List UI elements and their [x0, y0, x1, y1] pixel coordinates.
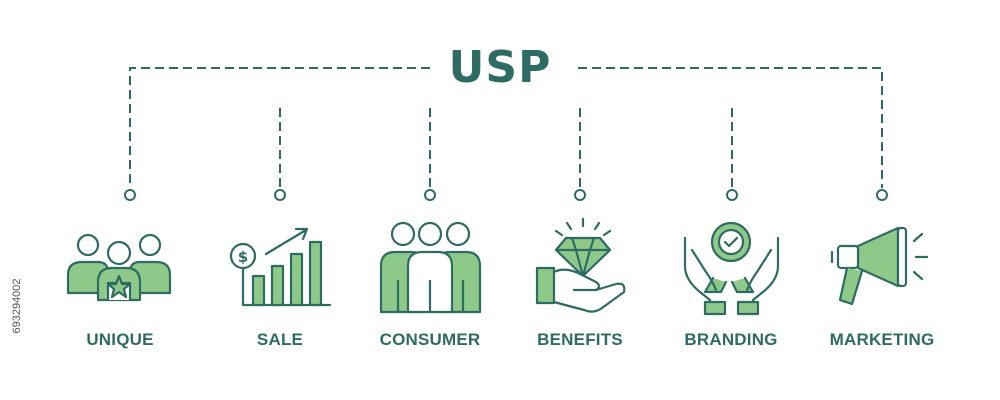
left-bracket-line: [129, 67, 430, 188]
node-dot-branding: [726, 189, 738, 201]
label-marketing: MARKETING: [829, 330, 935, 349]
node-dot-marketing: [876, 189, 888, 201]
label-sale: SALE: [256, 330, 304, 349]
node-dot-unique: [124, 189, 136, 201]
hand-diamond-icon: [535, 217, 626, 313]
node-dot-sale: [274, 189, 286, 201]
hands-badge-icon: [683, 221, 780, 316]
right-bracket-line: [578, 67, 883, 188]
megaphone-icon: [830, 226, 929, 306]
unique-people-star-icon: [66, 233, 172, 302]
label-consumer: CONSUMER: [379, 330, 481, 349]
stock-id: 693294002: [11, 278, 23, 334]
label-branding: BRANDING: [684, 330, 778, 349]
node-dot-benefits: [574, 189, 586, 201]
node-dot-consumer: [424, 189, 436, 201]
sales-growth-chart-icon: $: [229, 227, 332, 307]
page-title: USP: [448, 42, 552, 93]
label-unique: UNIQUE: [86, 330, 154, 349]
svg-text:$: $: [238, 248, 248, 266]
consumer-group-icon: [379, 221, 482, 314]
label-benefits: BENEFITS: [537, 330, 623, 349]
